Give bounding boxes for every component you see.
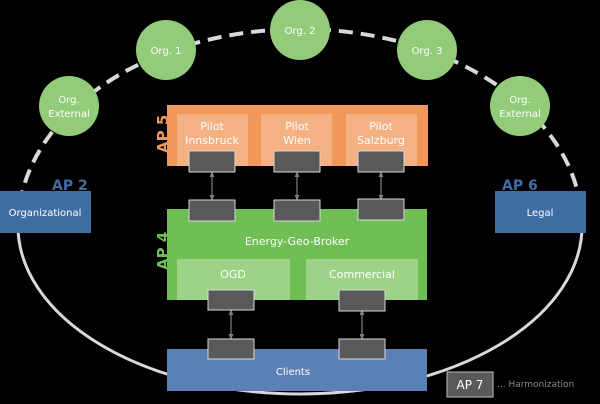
interface-box[interactable] — [188, 199, 236, 222]
interface-box[interactable] — [188, 150, 236, 173]
org-external-left[interactable]: Org. External — [39, 76, 99, 136]
ap4-title: Energy-Geo-Broker — [245, 235, 350, 248]
ap4-group: Energy-Geo-Broker OGD Commercial AP 4 — [154, 209, 427, 300]
ap7-label: AP 7 — [457, 378, 484, 392]
interface-box[interactable] — [338, 338, 386, 360]
interface-box[interactable] — [273, 150, 321, 173]
pilot-salzburg-line2: Salzburg — [357, 134, 405, 147]
pilot-wien-line2: Wien — [283, 134, 310, 147]
organizational-box[interactable] — [0, 191, 91, 233]
ap2-label: AP 2 — [52, 178, 88, 194]
org-external-right[interactable]: Org. External — [490, 76, 550, 136]
interface-box[interactable] — [338, 289, 386, 312]
connectors — [209, 171, 384, 340]
interface-box[interactable] — [357, 198, 405, 221]
interface-box[interactable] — [357, 150, 405, 173]
org-circle[interactable] — [39, 76, 99, 136]
ring-lower-solid — [16, 225, 584, 396]
legal-label: Legal — [527, 208, 554, 219]
clients-label: Clients — [276, 367, 310, 378]
interface-box[interactable] — [273, 199, 321, 222]
interface-box[interactable] — [207, 289, 255, 311]
org-circle[interactable] — [490, 76, 550, 136]
org-label: Org. — [58, 95, 79, 106]
ap4-label: AP 4 — [154, 232, 172, 270]
org-label: Org. 1 — [151, 46, 182, 57]
legal-box[interactable] — [495, 191, 586, 233]
org-2[interactable]: Org. 2 — [270, 0, 330, 60]
org-circle[interactable] — [270, 0, 330, 60]
ap7-box[interactable] — [446, 371, 494, 398]
org-circle[interactable] — [397, 20, 457, 80]
org-label: External — [499, 109, 541, 120]
commercial-label: Commercial — [329, 268, 395, 281]
pilot-innsbruck-line1: Pilot — [200, 120, 224, 133]
org-3[interactable]: Org. 3 — [397, 20, 457, 80]
pilot-innsbruck-line2: Innsbruck — [185, 134, 239, 147]
ap6-label: AP 6 — [502, 178, 538, 194]
ogd-label: OGD — [220, 268, 246, 281]
org-label: External — [48, 109, 90, 120]
interface-box[interactable] — [207, 338, 255, 360]
org-label: Org. 2 — [285, 26, 316, 37]
org-label: Org. — [509, 95, 530, 106]
org-circle[interactable] — [136, 20, 196, 80]
org-1[interactable]: Org. 1 — [136, 20, 196, 80]
pilot-wien-line1: Pilot — [285, 120, 309, 133]
organizational-label: Organizational — [9, 208, 82, 219]
pilot-salzburg-line1: Pilot — [369, 120, 393, 133]
ap5-label: AP 5 — [154, 115, 172, 153]
ap7-note: ... Harmonization — [497, 380, 574, 390]
interface-boxes — [188, 150, 405, 360]
org-label: Org. 3 — [412, 46, 443, 57]
org-circles: Org. External Org. 1 Org. 2 Org. 3 Org. Extern… — [39, 0, 550, 136]
